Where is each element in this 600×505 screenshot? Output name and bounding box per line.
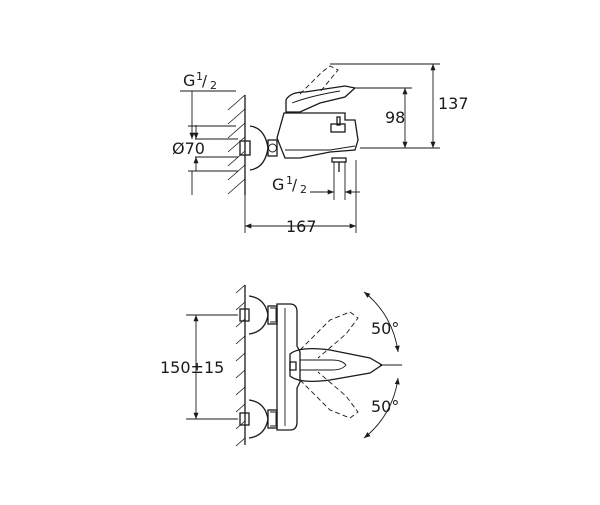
angle-lower-label: 50° <box>371 397 399 416</box>
angle-upper-label: 50° <box>371 319 399 338</box>
wall-hatch-top <box>235 284 246 447</box>
diameter-label: Ø70 <box>172 139 205 158</box>
side-view: G 1 / 2 Ø70 G 1 / 2 <box>172 63 469 236</box>
thread-top-letter: G <box>183 71 195 90</box>
thread-bottom-slash: / <box>292 176 298 194</box>
thread-dimension-top: G 1 / 2 <box>180 70 236 139</box>
projection-dimension: 167 <box>244 160 357 236</box>
projection-label: 167 <box>286 217 317 236</box>
centers-label: 150±15 <box>160 358 224 377</box>
height-total-dimension: 137 <box>330 63 469 149</box>
mixer-body-side <box>276 65 359 172</box>
thread-bottom-denominator: 2 <box>300 183 307 196</box>
diameter-dimension: Ø70 <box>172 125 238 171</box>
thread-top-numerator: 1 <box>196 70 203 83</box>
thread-dimension-bottom: G 1 / 2 <box>272 162 360 200</box>
top-view: 50° 50° 150±15 <box>160 284 402 447</box>
wall-hatch-side <box>227 94 246 195</box>
connection-upper-top <box>239 295 278 335</box>
centers-dimension: 150±15 <box>160 314 238 420</box>
angle-dimensions: 50° 50° <box>363 291 402 439</box>
height-outlet-dimension: 98 <box>355 87 412 149</box>
escutcheon-side <box>239 125 278 171</box>
mixer-body-top <box>276 303 301 431</box>
lever-top <box>289 311 384 419</box>
height-total-label: 137 <box>438 94 469 113</box>
thread-bottom-letter: G <box>272 175 284 194</box>
thread-bottom-numerator: 1 <box>286 174 293 187</box>
thread-top-slash: / <box>202 72 208 90</box>
thread-top-denominator: 2 <box>210 79 217 92</box>
height-outlet-label: 98 <box>385 108 405 127</box>
